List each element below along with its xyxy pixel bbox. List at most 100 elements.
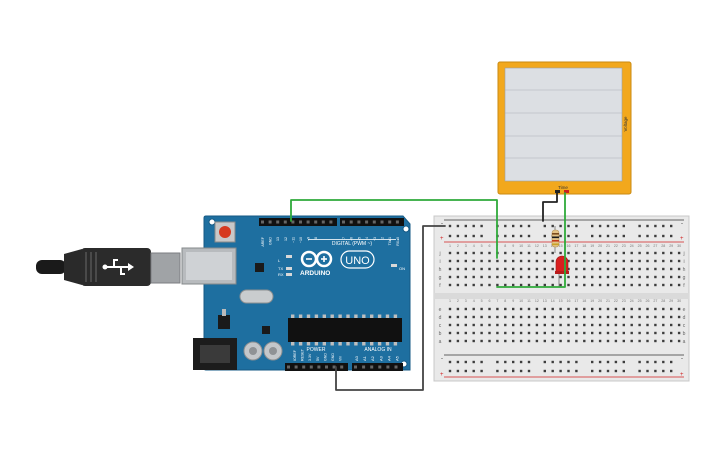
header-pin[interactable] <box>325 365 328 369</box>
breadboard-hole[interactable] <box>496 339 499 343</box>
rail-hole[interactable] <box>670 224 673 228</box>
breadboard-hole[interactable] <box>535 331 539 335</box>
breadboard-hole[interactable] <box>646 259 649 263</box>
breadboard-hole[interactable] <box>598 275 602 279</box>
header-analog[interactable] <box>352 363 403 371</box>
rail-hole[interactable] <box>464 369 467 373</box>
breadboard-hole[interactable] <box>575 259 578 263</box>
breadboard-hole[interactable] <box>559 307 562 311</box>
breadboard-hole[interactable] <box>662 283 665 287</box>
rail-hole[interactable] <box>638 234 641 238</box>
rail-hole[interactable] <box>575 360 578 364</box>
breadboard-hole[interactable] <box>535 283 539 287</box>
header-pin[interactable] <box>261 220 264 224</box>
breadboard-hole[interactable] <box>662 323 665 327</box>
breadboard-hole[interactable] <box>512 275 515 279</box>
rail-hole[interactable] <box>575 224 578 228</box>
breadboard-hole[interactable] <box>583 267 586 271</box>
breadboard-hole[interactable] <box>519 275 523 279</box>
breadboard-hole[interactable] <box>559 323 562 327</box>
breadboard-hole[interactable] <box>480 339 483 343</box>
breadboard-hole[interactable] <box>567 315 570 319</box>
header-pin[interactable] <box>294 365 298 369</box>
breadboard-hole[interactable] <box>496 267 499 271</box>
breadboard-hole[interactable] <box>527 275 531 279</box>
breadboard-hole[interactable] <box>598 339 602 343</box>
breadboard-hole[interactable] <box>622 323 625 327</box>
breadboard-hole[interactable] <box>480 275 483 279</box>
breadboard-hole[interactable] <box>527 267 531 271</box>
rail-hole[interactable] <box>591 234 594 238</box>
header-pin[interactable] <box>394 365 398 369</box>
rail-hole[interactable] <box>496 369 499 373</box>
breadboard-hole[interactable] <box>622 339 625 343</box>
breadboard-hole[interactable] <box>591 331 594 335</box>
breadboard-hole[interactable] <box>448 307 452 311</box>
breadboard-hole[interactable] <box>551 307 554 311</box>
breadboard-hole[interactable] <box>638 339 641 343</box>
breadboard-hole[interactable] <box>472 339 475 343</box>
rail-hole[interactable] <box>646 360 649 364</box>
rail-hole[interactable] <box>512 360 515 364</box>
breadboard-hole[interactable] <box>622 259 625 263</box>
rail-hole[interactable] <box>606 224 610 228</box>
breadboard-holes[interactable] <box>448 224 681 373</box>
wire-black-gnd[interactable] <box>335 225 446 391</box>
breadboard-hole[interactable] <box>527 323 531 327</box>
breadboard-hole[interactable] <box>488 283 491 287</box>
breadboard-hole[interactable] <box>598 323 602 327</box>
rail-hole[interactable] <box>504 360 507 364</box>
breadboard-hole[interactable] <box>630 275 633 279</box>
rail-hole[interactable] <box>551 369 554 373</box>
breadboard-hole[interactable] <box>551 275 554 279</box>
rail-hole[interactable] <box>654 369 657 373</box>
breadboard-hole[interactable] <box>591 323 594 327</box>
breadboard-hole[interactable] <box>543 307 546 311</box>
header-pin[interactable] <box>287 365 290 369</box>
breadboard-hole[interactable] <box>575 339 578 343</box>
breadboard-hole[interactable] <box>662 315 665 319</box>
breadboard-hole[interactable] <box>504 275 507 279</box>
breadboard-hole[interactable] <box>646 267 649 271</box>
rail-hole[interactable] <box>456 224 460 228</box>
breadboard-hole[interactable] <box>456 267 460 271</box>
breadboard-hole[interactable] <box>567 275 570 279</box>
rail-hole[interactable] <box>480 360 483 364</box>
breadboard-hole[interactable] <box>591 283 594 287</box>
rail-hole[interactable] <box>456 369 460 373</box>
header-pin[interactable] <box>317 365 321 369</box>
breadboard-hole[interactable] <box>512 339 515 343</box>
breadboard-hole[interactable] <box>559 251 562 255</box>
breadboard-hole[interactable] <box>559 315 562 319</box>
breadboard-hole[interactable] <box>535 339 539 343</box>
oscilloscope-probe-positive[interactable] <box>564 190 569 193</box>
breadboard-hole[interactable] <box>583 259 586 263</box>
header-pin[interactable] <box>283 220 287 224</box>
breadboard-hole[interactable] <box>519 251 523 255</box>
breadboard-hole[interactable] <box>654 259 657 263</box>
breadboard-hole[interactable] <box>622 307 625 311</box>
breadboard-hole[interactable] <box>630 251 633 255</box>
breadboard-hole[interactable] <box>583 283 586 287</box>
breadboard-hole[interactable] <box>488 331 491 335</box>
breadboard-hole[interactable] <box>670 251 673 255</box>
breadboard-hole[interactable] <box>630 267 633 271</box>
breadboard-hole[interactable] <box>638 267 641 271</box>
breadboard-hole[interactable] <box>677 283 681 287</box>
breadboard-hole[interactable] <box>614 283 618 287</box>
breadboard-hole[interactable] <box>448 267 452 271</box>
breadboard-hole[interactable] <box>630 259 633 263</box>
breadboard-hole[interactable] <box>480 283 483 287</box>
rail-hole[interactable] <box>662 234 665 238</box>
breadboard-hole[interactable] <box>670 331 673 335</box>
breadboard-hole[interactable] <box>464 323 467 327</box>
breadboard-hole[interactable] <box>464 331 467 335</box>
breadboard-hole[interactable] <box>456 259 460 263</box>
breadboard-hole[interactable] <box>670 315 673 319</box>
breadboard-hole[interactable] <box>630 339 633 343</box>
breadboard-hole[interactable] <box>448 251 452 255</box>
breadboard-hole[interactable] <box>448 259 452 263</box>
breadboard-hole[interactable] <box>638 283 641 287</box>
breadboard-hole[interactable] <box>496 259 499 263</box>
